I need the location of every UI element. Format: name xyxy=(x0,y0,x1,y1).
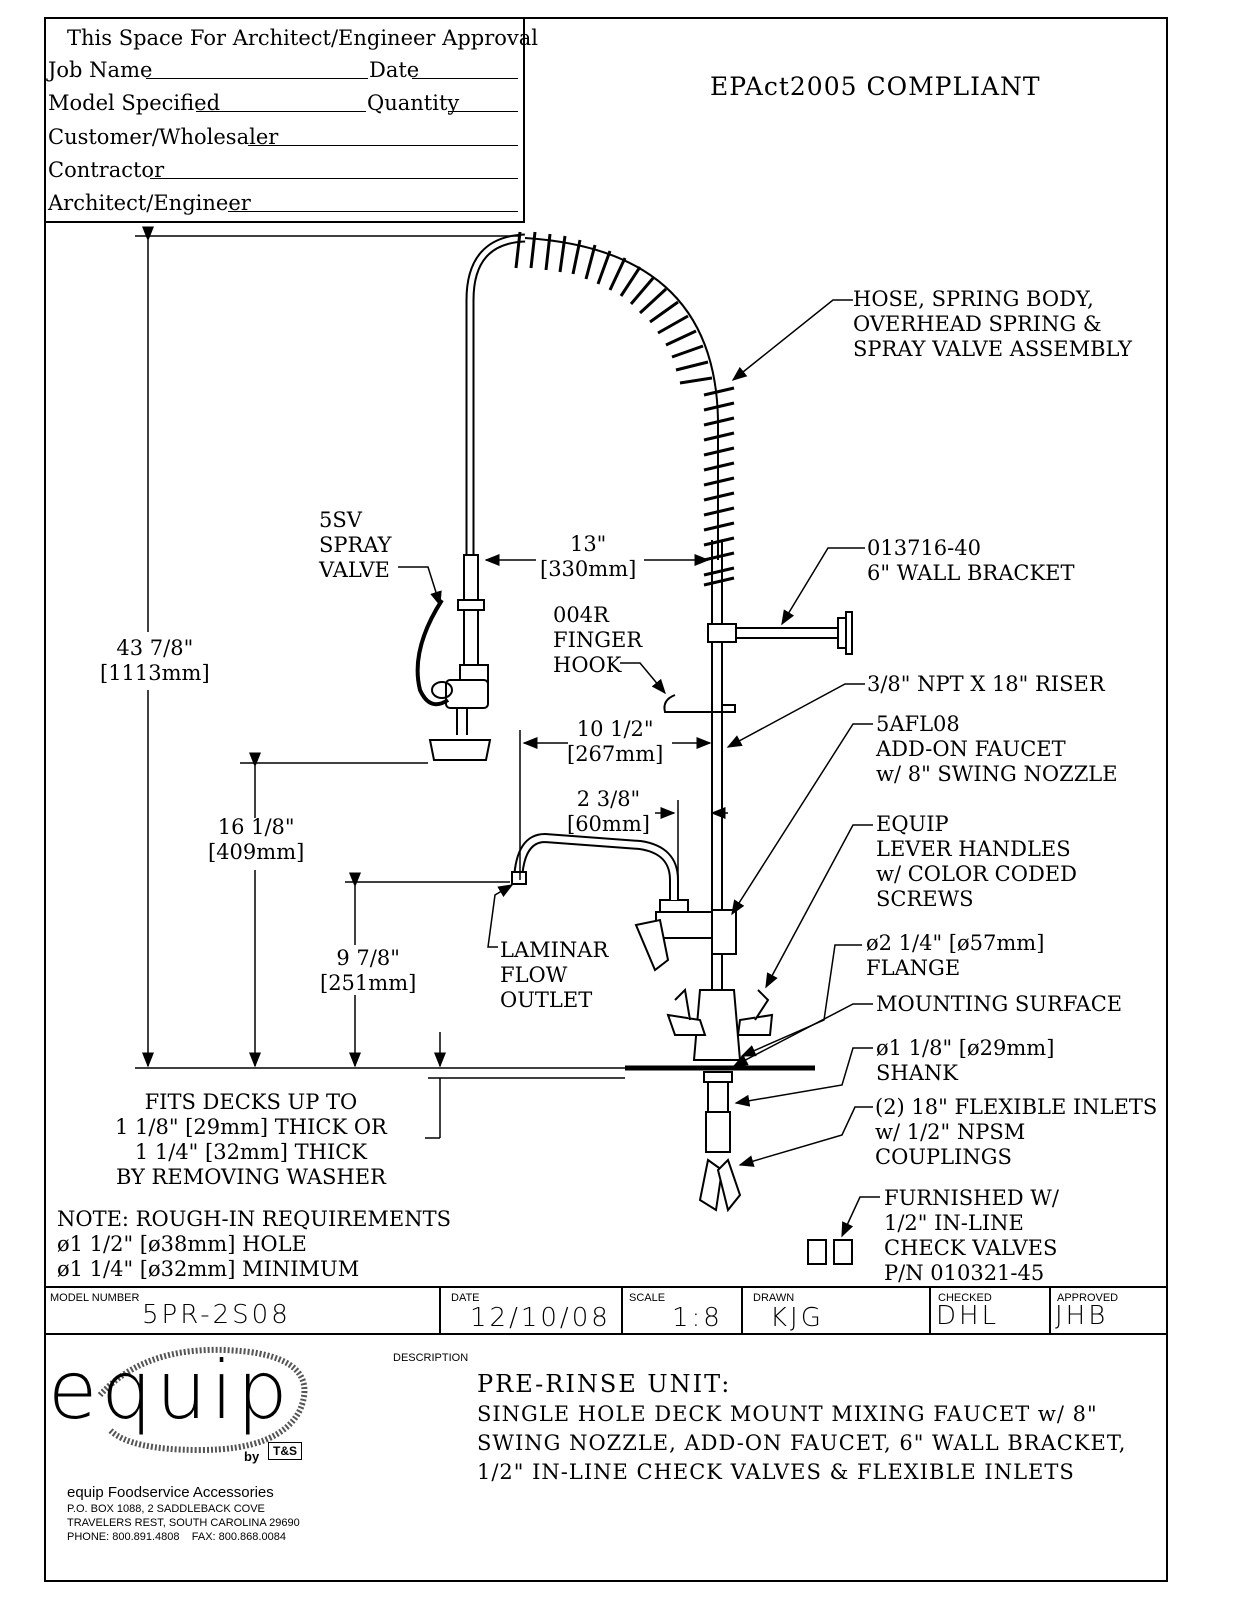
drawn-value: KJG xyxy=(770,1303,824,1333)
job-name-field[interactable] xyxy=(146,78,368,79)
approved-value: JHB xyxy=(1055,1301,1109,1331)
overhead-spring xyxy=(524,237,719,560)
company-phone: PHONE: 800.891.4808 FAX: 800.868.0084 xyxy=(67,1531,286,1543)
check-valves xyxy=(807,1239,853,1265)
description-label: DESCRIPTION xyxy=(393,1352,469,1364)
model-number: 5PR-2S08 xyxy=(142,1300,291,1330)
spring-coils-vertical xyxy=(703,386,735,587)
company-name: equip Foodservice Accessories xyxy=(67,1484,274,1501)
callout-flange: ø2 1/4" [ø57mm] FLANGE xyxy=(866,931,1045,980)
company-address-2: TRAVELERS REST, SOUTH CAROLINA 29690 xyxy=(67,1517,300,1529)
contractor-field[interactable] xyxy=(150,178,518,179)
description-body: SINGLE HOLE DECK MOUNT MIXING FAUCET w/ … xyxy=(477,1402,1127,1484)
checked-label: CHECKED xyxy=(938,1292,992,1304)
dim-reach-10: 10 1/2" [267mm] xyxy=(567,717,664,766)
dim-reach-2: 2 3/8" [60mm] xyxy=(567,787,650,836)
spring-coils xyxy=(514,231,713,385)
customer-label: Customer/Wholesaler xyxy=(48,125,279,149)
title-block-grid xyxy=(44,1286,1168,1335)
approval-heading: This Space For Architect/Engineer Approv… xyxy=(67,26,538,50)
quantity-label: Quantity xyxy=(367,91,460,115)
dim-spout-height: 9 7/8" [251mm] xyxy=(320,946,417,995)
mixing-faucet-body xyxy=(666,987,774,1213)
callout-laminar-outlet: LAMINAR FLOW OUTLET xyxy=(500,938,609,1012)
contractor-label: Contractor xyxy=(48,158,165,182)
model-specified-field[interactable] xyxy=(196,111,366,112)
architect-field[interactable] xyxy=(228,211,518,212)
logo-swirl xyxy=(97,1346,308,1454)
dim-reach-13: 13" [330mm] xyxy=(540,532,637,581)
dim-total-height: 43 7/8" [1113mm] xyxy=(100,636,210,685)
approval-box xyxy=(44,17,525,223)
hose xyxy=(465,233,526,555)
callout-hose: HOSE, SPRING BODY, OVERHEAD SPRING & SPR… xyxy=(853,287,1133,361)
callout-check-valves: FURNISHED W/ 1/2" IN-LINE CHECK VALVES P… xyxy=(884,1186,1059,1285)
company-address-1: P.O. BOX 1088, 2 SADDLEBACK COVE xyxy=(67,1503,265,1515)
scale-value: 1:8 xyxy=(672,1303,723,1333)
logo-by: by xyxy=(244,1449,260,1464)
finger-hook xyxy=(663,694,736,713)
approved-label: APPROVED xyxy=(1057,1292,1119,1304)
callout-finger-hook: 004R FINGER HOOK xyxy=(553,603,643,677)
quantity-field[interactable] xyxy=(448,111,518,112)
deck-note: FITS DECKS UP TO 1 1/8" [29mm] THICK OR … xyxy=(115,1090,387,1189)
ts-logo: T&S xyxy=(268,1442,302,1460)
checked-value: DHL xyxy=(936,1301,1000,1331)
rough-in-note: NOTE: ROUGH-IN REQUIREMENTS ø1 1/2" [ø38… xyxy=(57,1207,452,1281)
callout-riser: 3/8" NPT X 18" RISER xyxy=(867,672,1105,696)
wall-bracket xyxy=(707,611,853,655)
drawing-frame xyxy=(44,17,1168,1582)
job-name-label: Job Name xyxy=(48,58,153,82)
callout-spray-valve: 5SV SPRAY VALVE xyxy=(319,508,392,582)
callout-flexible-inlets: (2) 18" FLEXIBLE INLETS w/ 1/2" NPSM COU… xyxy=(875,1095,1158,1169)
description-title: PRE-RINSE UNIT: xyxy=(477,1370,732,1398)
date-field[interactable] xyxy=(412,78,518,79)
callout-lever-handles: EQUIP LEVER HANDLES w/ COLOR CODED SCREW… xyxy=(876,812,1077,911)
date-label: Date xyxy=(369,58,420,82)
callout-mounting-surface: MOUNTING SURFACE xyxy=(876,992,1123,1016)
dim-spray-height: 16 1/8" [409mm] xyxy=(208,815,305,864)
equip-logo: equip xyxy=(48,1344,292,1437)
spray-valve xyxy=(415,554,492,761)
customer-field[interactable] xyxy=(248,145,518,146)
riser-pipe xyxy=(711,540,723,1040)
model-number-label: MODEL NUMBER xyxy=(50,1292,140,1304)
drawn-label: DRAWN xyxy=(753,1292,795,1304)
add-on-faucet xyxy=(511,832,737,972)
callout-shank: ø1 1/8" [ø29mm] SHANK xyxy=(876,1036,1055,1085)
compliance-label: EPAct2005 COMPLIANT xyxy=(710,72,1041,101)
callout-add-on-faucet: 5AFL08 ADD-ON FAUCET w/ 8" SWING NOZZLE xyxy=(876,712,1118,786)
date-cell-label: DATE xyxy=(451,1292,480,1304)
date-cell: 12/10/08 xyxy=(470,1303,611,1333)
callout-wall-bracket: 013716-40 6" WALL BRACKET xyxy=(867,536,1075,585)
architect-label: Architect/Engineer xyxy=(48,191,251,215)
scale-label: SCALE xyxy=(629,1292,666,1304)
